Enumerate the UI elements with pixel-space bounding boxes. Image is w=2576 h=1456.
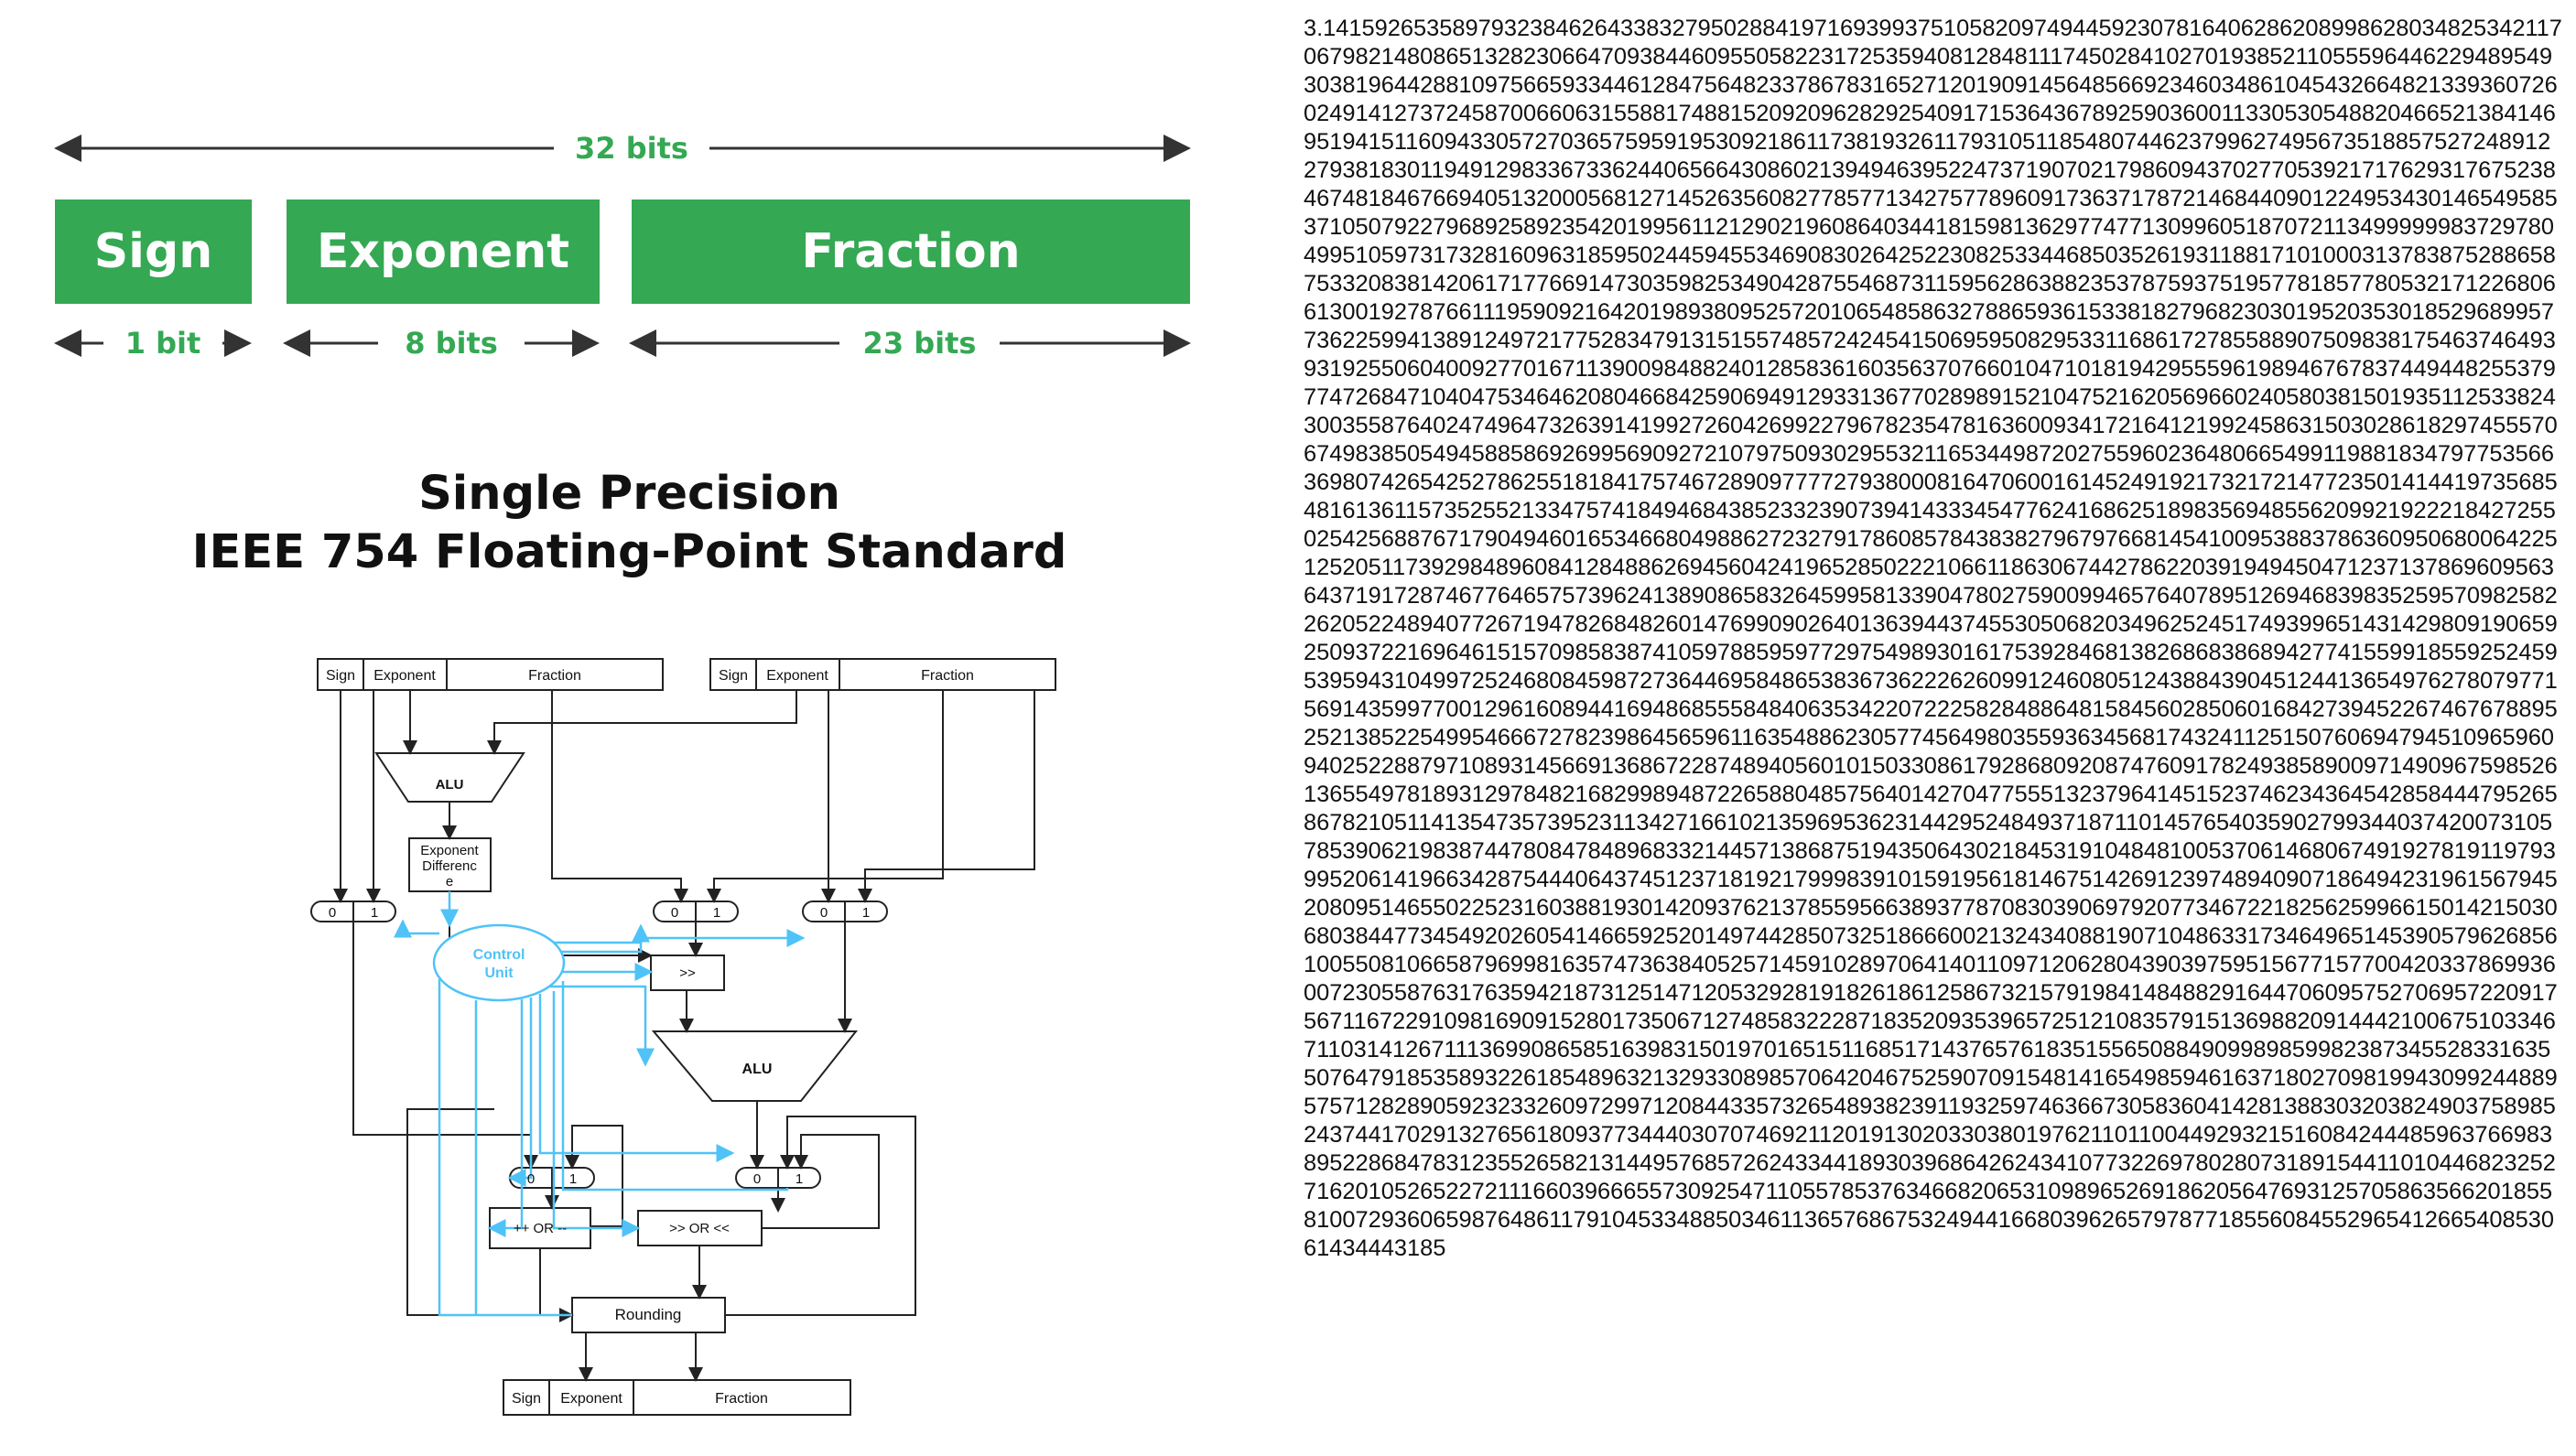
sign-bits-label: 1 bit bbox=[103, 325, 222, 361]
exponent-field: Exponent bbox=[287, 200, 600, 304]
total-bits-label: 32 bits bbox=[554, 130, 709, 167]
exponent-bits-label: 8 bits bbox=[378, 325, 525, 361]
mux-1-one: 1 bbox=[371, 905, 378, 921]
sign-field: Sign bbox=[55, 200, 252, 304]
input-b-register bbox=[709, 658, 1056, 691]
control-unit-line-2: Unit bbox=[484, 965, 514, 981]
title-line-1: Single Precision bbox=[418, 467, 840, 521]
input-a-exponent-label: Exponent bbox=[373, 668, 436, 684]
mux-2-one: 1 bbox=[713, 905, 720, 921]
mux-1-zero: 0 bbox=[329, 905, 336, 921]
input-a-sign-label: Sign bbox=[326, 668, 355, 684]
mux-2-zero: 0 bbox=[671, 905, 678, 921]
output-register bbox=[503, 1379, 851, 1416]
shift-right-label: >> bbox=[679, 965, 696, 981]
rounding-box bbox=[571, 1297, 726, 1333]
exponent-difference-line-2: Differenc bbox=[422, 858, 477, 874]
exponent-difference-line-3: e bbox=[446, 874, 453, 890]
input-b-fraction-label: Fraction bbox=[921, 668, 974, 684]
input-a-fraction-label: Fraction bbox=[528, 668, 581, 684]
mux-4-one: 1 bbox=[569, 1171, 577, 1187]
exponent-difference-line-1: Exponent bbox=[420, 843, 479, 858]
fraction-alu bbox=[651, 1030, 859, 1102]
exponent-alu-label: ALU bbox=[436, 777, 464, 793]
input-b-sign-label: Sign bbox=[719, 668, 748, 684]
output-fraction-label: Fraction bbox=[715, 1391, 768, 1407]
fraction-alu-label: ALU bbox=[742, 1062, 773, 1077]
output-exponent-label: Exponent bbox=[560, 1391, 622, 1407]
exponent-difference-box bbox=[408, 837, 492, 892]
rounding-label: Rounding bbox=[615, 1306, 682, 1323]
exponent-alu bbox=[374, 752, 525, 803]
input-b-exponent-label: Exponent bbox=[766, 668, 828, 684]
shift-left-right-label: >> OR << bbox=[669, 1221, 730, 1236]
mux-5-one: 1 bbox=[796, 1171, 803, 1187]
fp-adder-diagram: Sign Exponent Fraction Sign Exponent Fra… bbox=[310, 658, 1056, 1416]
input-a-register bbox=[317, 658, 664, 691]
control-unit bbox=[432, 923, 566, 1002]
mux-5-zero: 0 bbox=[753, 1171, 761, 1187]
increment-decrement-label: ++ OR -- bbox=[514, 1221, 567, 1236]
mux-3-one: 1 bbox=[862, 905, 870, 921]
fraction-field: Fraction bbox=[632, 200, 1190, 304]
pi-digits-text: 3.14159265358979323846264338327950288419… bbox=[1304, 16, 2562, 1261]
title-line-2: IEEE 754 Floating-Point Standard bbox=[191, 525, 1067, 579]
mux-3-zero: 0 bbox=[820, 905, 828, 921]
output-sign-label: Sign bbox=[512, 1391, 541, 1407]
mux-4-zero: 0 bbox=[527, 1171, 535, 1187]
control-unit-line-1: Control bbox=[473, 947, 525, 963]
fraction-bits-label: 23 bits bbox=[839, 325, 1000, 361]
